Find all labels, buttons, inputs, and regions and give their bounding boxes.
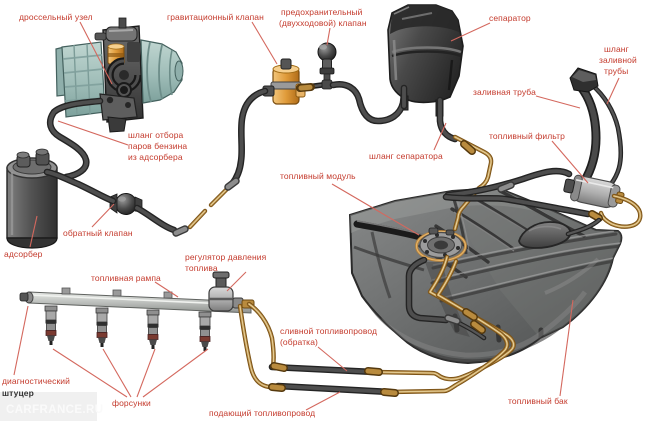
svg-text:сливной топливопровод: сливной топливопровод xyxy=(280,326,377,336)
svg-text:трубы: трубы xyxy=(604,66,628,76)
svg-text:диагностический: диагностический xyxy=(2,376,70,386)
svg-text:заливная труба: заливная труба xyxy=(473,87,536,97)
svg-text:дроссельный узел: дроссельный узел xyxy=(19,12,93,22)
svg-text:топливный бак: топливный бак xyxy=(508,396,568,406)
svg-text:регулятор давления: регулятор давления xyxy=(185,252,267,262)
svg-text:топливный фильтр: топливный фильтр xyxy=(489,131,565,141)
svg-text:шланг отбора: шланг отбора xyxy=(128,130,184,140)
svg-text:форсунки: форсунки xyxy=(112,398,151,408)
svg-text:из адсорбера: из адсорбера xyxy=(128,152,183,162)
svg-text:шланг сепаратора: шланг сепаратора xyxy=(369,151,443,161)
svg-text:обратный клапан: обратный клапан xyxy=(63,228,133,238)
svg-text:предохранительный: предохранительный xyxy=(281,7,363,17)
svg-text:штуцер: штуцер xyxy=(2,388,34,398)
svg-text:сепаратор: сепаратор xyxy=(489,13,531,23)
svg-text:заливной: заливной xyxy=(599,55,637,65)
svg-text:паров бензина: паров бензина xyxy=(128,141,187,151)
svg-text:(двухходовой) клапан: (двухходовой) клапан xyxy=(279,18,367,28)
svg-text:топливный модуль: топливный модуль xyxy=(280,171,356,181)
svg-text:гравитационный клапан: гравитационный клапан xyxy=(167,12,264,22)
svg-text:подающий топливопровод: подающий топливопровод xyxy=(209,408,315,418)
svg-text:адсорбер: адсорбер xyxy=(4,249,43,259)
svg-text:шланг: шланг xyxy=(604,44,629,54)
svg-text:(обратка): (обратка) xyxy=(280,337,318,347)
svg-text:топливная рампа: топливная рампа xyxy=(91,273,161,283)
svg-text:CARFRANCE.RU: CARFRANCE.RU xyxy=(6,404,103,416)
svg-text:топлива: топлива xyxy=(185,263,218,273)
